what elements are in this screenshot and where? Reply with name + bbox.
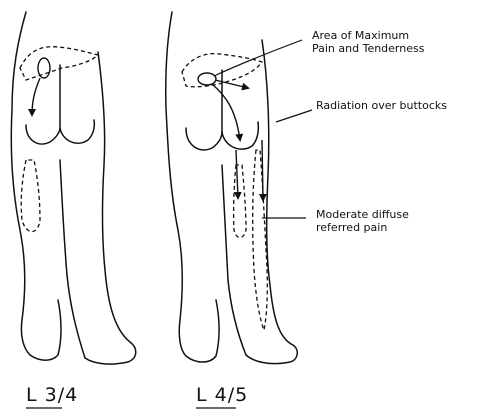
figure-l45 xyxy=(166,12,298,364)
figure-l34-outline-left xyxy=(11,12,30,355)
figure-l45-arrow-calf xyxy=(262,140,263,200)
figure-l45-arrow-buttock xyxy=(212,84,240,140)
figure-l34-thigh-region xyxy=(21,160,40,232)
leader-radiation xyxy=(276,110,312,122)
figure-l34-max-pain-point xyxy=(38,58,50,78)
leader-max-pain xyxy=(214,40,302,76)
label-max-pain-line2: Pain and Tenderness xyxy=(312,43,424,55)
figure-l45-arrow-thigh xyxy=(236,150,238,198)
figure-l45-calf-region xyxy=(253,150,268,330)
figure-l34-outline-right xyxy=(85,52,136,364)
label-referred-line1: Moderate diffuse xyxy=(316,209,409,221)
figure-l45-thigh-region xyxy=(234,165,246,238)
label-radiation: Radiation over buttocks xyxy=(316,100,447,112)
figure-l45-outline-left xyxy=(166,12,186,356)
figure-l45-foot xyxy=(186,300,219,362)
figure-l45-buttock-right xyxy=(222,122,258,149)
figure-l45-outline-right xyxy=(246,40,297,364)
figure-l34 xyxy=(11,12,135,364)
figure-l34-back-region xyxy=(20,47,98,80)
figure-l34-foot xyxy=(30,300,61,360)
figure-l34-arrow xyxy=(32,78,40,115)
label-max-pain-line1: Area of Maximum xyxy=(312,30,409,42)
label-referred-line2: referred pain xyxy=(316,222,387,234)
level-label-l34: L 3/4 xyxy=(26,384,78,406)
figure-l45-pain-regions xyxy=(182,54,267,330)
level-label-l45: L 4/5 xyxy=(196,384,248,406)
figure-l45-max-pain-point xyxy=(198,73,216,85)
figure-l34-inner-leg xyxy=(60,160,85,358)
figure-l34-buttock-left xyxy=(26,125,60,144)
figure-l45-buttock-left xyxy=(186,128,222,150)
figure-l34-buttock-right xyxy=(60,120,94,143)
